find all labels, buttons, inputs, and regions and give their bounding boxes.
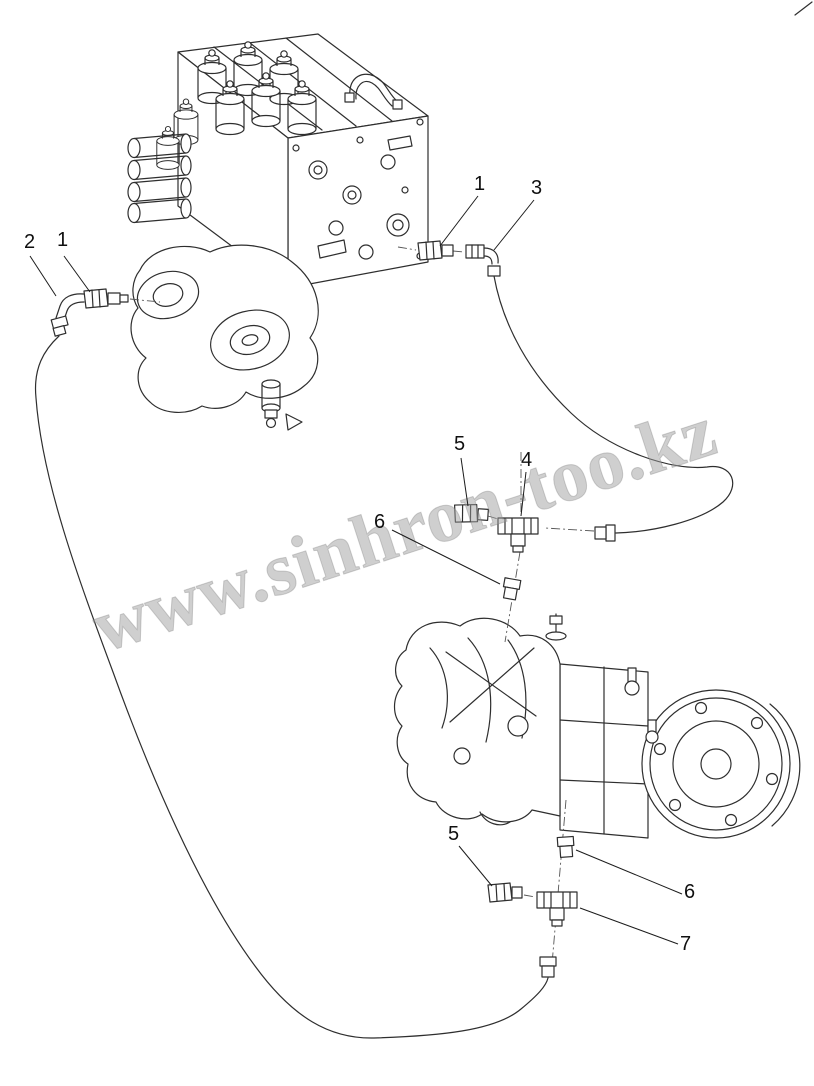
callout-1-left: 1 xyxy=(57,229,91,293)
hose-elbow-right xyxy=(465,244,501,277)
callout-3: 3 xyxy=(493,177,542,251)
elbow-fitting-bottom xyxy=(487,882,523,903)
connector-fitting-left xyxy=(83,288,129,309)
sleeve-fitting-bottom xyxy=(556,835,576,859)
centerlines xyxy=(129,246,595,977)
connector-fitting-right xyxy=(417,240,454,261)
callout-label: 1 xyxy=(57,229,68,251)
watermark-text: www.sinhron-too.kz xyxy=(83,390,726,669)
stud-bolt xyxy=(624,667,640,696)
stud-bolt xyxy=(645,719,659,744)
callout-label: 4 xyxy=(521,449,532,471)
tee-fitting-bottom xyxy=(536,891,578,927)
callout-label: 6 xyxy=(374,511,385,533)
elbow-fitting-left xyxy=(50,293,85,337)
callout-label: 7 xyxy=(680,933,691,955)
hose-end-sleeve-bottom xyxy=(539,956,557,978)
callout-label: 3 xyxy=(531,177,542,199)
callout-label: 5 xyxy=(448,823,459,845)
callout-5-bottom: 5 xyxy=(448,823,493,887)
hose-right xyxy=(493,275,734,534)
sleeve-fitting-mid xyxy=(500,577,522,601)
callout-6-mid: 6 xyxy=(374,511,501,585)
callout-5-mid: 5 xyxy=(454,433,469,507)
callout-2-left: 2 xyxy=(24,231,57,297)
hose-left xyxy=(34,335,549,1039)
transmission-assembly xyxy=(393,613,801,839)
callouts: 2 1 1 3 5 4 6 5 xyxy=(24,173,695,955)
callout-label: 6 xyxy=(684,881,695,903)
hose-end-sleeve-right xyxy=(594,524,616,542)
stud-bolt xyxy=(545,613,567,641)
callout-label: 1 xyxy=(474,173,485,195)
callout-label: 5 xyxy=(454,433,465,455)
page-corner-mark xyxy=(794,1,813,16)
callout-7: 7 xyxy=(579,907,691,955)
callout-label: 2 xyxy=(24,231,35,253)
relief-valve xyxy=(261,379,303,431)
callout-4: 4 xyxy=(520,449,532,517)
callout-6-bottom: 6 xyxy=(575,849,695,903)
callout-1-right: 1 xyxy=(439,173,485,247)
control-valve-assembly xyxy=(127,33,429,431)
